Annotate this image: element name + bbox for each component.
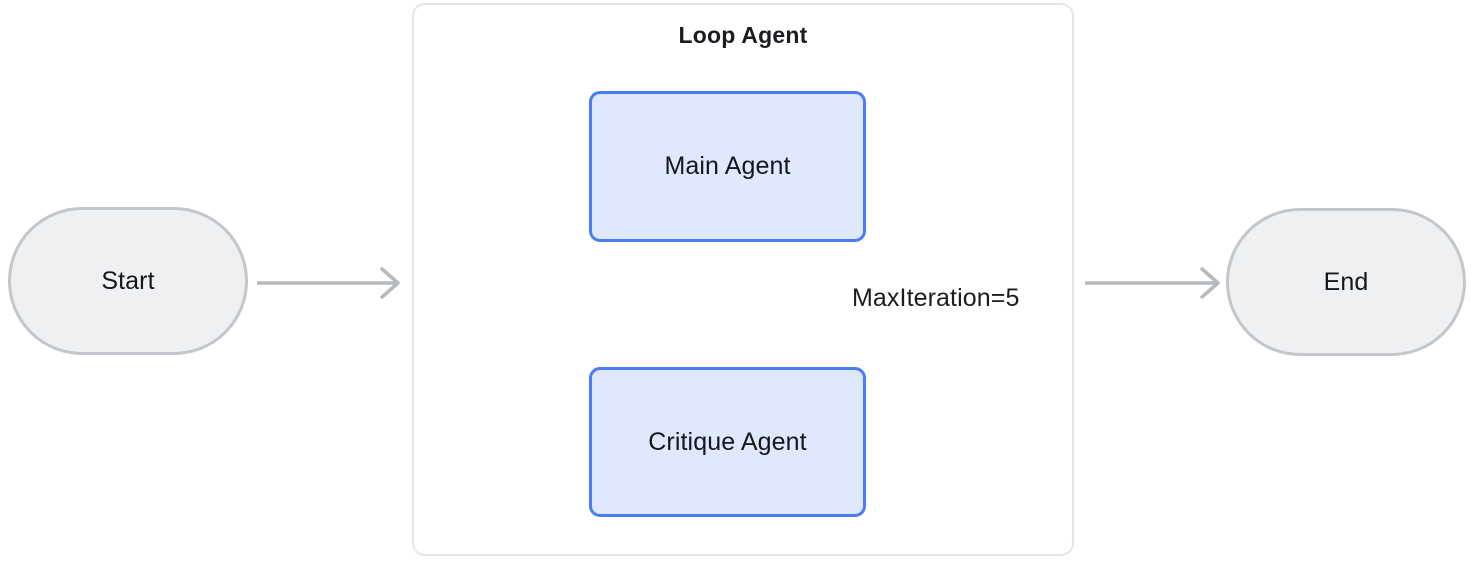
arrowhead-icon bbox=[1200, 267, 1220, 299]
arrowhead-icon bbox=[380, 267, 400, 299]
node-start[interactable]: Start bbox=[8, 207, 248, 355]
node-main-agent-label: Main Agent bbox=[664, 152, 791, 180]
node-end[interactable]: End bbox=[1226, 208, 1466, 356]
edge-loop-to-end bbox=[1085, 267, 1220, 299]
node-critique-agent[interactable]: Critique Agent bbox=[589, 367, 866, 517]
node-end-label: End bbox=[1323, 267, 1369, 296]
edge-start-to-loop bbox=[257, 267, 400, 299]
node-start-label: Start bbox=[101, 266, 155, 295]
node-main-agent[interactable]: Main Agent bbox=[589, 91, 866, 242]
loop-agent-title: Loop Agent bbox=[678, 22, 808, 48]
node-critique-agent-label: Critique Agent bbox=[648, 427, 807, 456]
edge-label-max-iteration: MaxIteration=5 bbox=[846, 283, 1026, 314]
